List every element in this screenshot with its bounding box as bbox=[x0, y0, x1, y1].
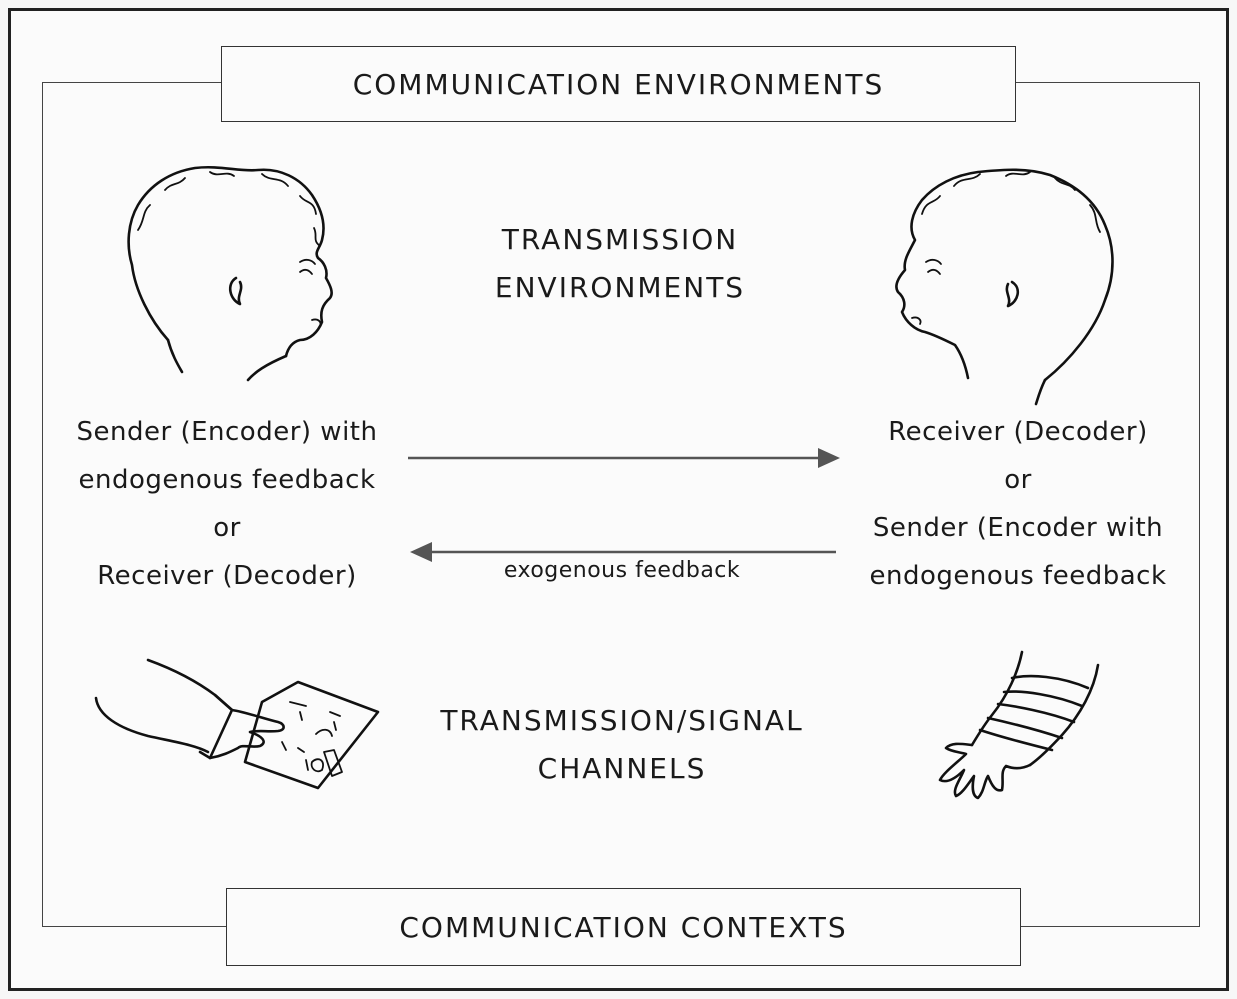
transmission-line: TRANSMISSION bbox=[501, 223, 739, 256]
right-role-line3: Sender (Encoder with bbox=[872, 513, 1164, 543]
left-role-label: Sender (Encoder) with endogenous feedbac… bbox=[52, 408, 402, 600]
left-role-line1: Sender (Encoder) with bbox=[76, 417, 378, 447]
left-role-line2: endogenous feedback bbox=[78, 465, 376, 495]
right-head-icon bbox=[895, 168, 1114, 406]
environments-line: ENVIRONMENTS bbox=[494, 271, 746, 304]
signal-channels-label: TRANSMISSION/SIGNAL CHANNELS bbox=[400, 697, 844, 793]
footer-title: COMMUNICATION CONTEXTS bbox=[399, 910, 848, 944]
right-role-line4: endogenous feedback bbox=[869, 561, 1167, 591]
header-title-box: COMMUNICATION ENVIRONMENTS bbox=[221, 46, 1016, 122]
signal-line: TRANSMISSION/SIGNAL bbox=[440, 704, 804, 737]
right-role-line1: Receiver (Decoder) bbox=[888, 417, 1148, 447]
forward-arrow bbox=[408, 448, 840, 468]
right-role-line2: or bbox=[1004, 465, 1032, 495]
channels-line: CHANNELS bbox=[537, 752, 707, 785]
transmission-environments-label: TRANSMISSION ENVIRONMENTS bbox=[440, 216, 800, 312]
header-title: COMMUNICATION ENVIRONMENTS bbox=[352, 67, 885, 101]
right-role-label: Receiver (Decoder) or Sender (Encoder wi… bbox=[846, 408, 1190, 600]
outer-frame bbox=[8, 8, 1229, 991]
left-hand-board-icon bbox=[94, 658, 380, 790]
left-role-line3: or bbox=[213, 513, 241, 543]
feedback-arrow bbox=[410, 542, 836, 562]
left-role-line4: Receiver (Decoder) bbox=[97, 561, 357, 591]
left-head-icon bbox=[127, 165, 333, 382]
footer-title-box: COMMUNICATION CONTEXTS bbox=[226, 888, 1021, 966]
exogenous-feedback-label: exogenous feedback bbox=[503, 558, 741, 583]
right-hand-wristband-icon bbox=[938, 650, 1100, 800]
